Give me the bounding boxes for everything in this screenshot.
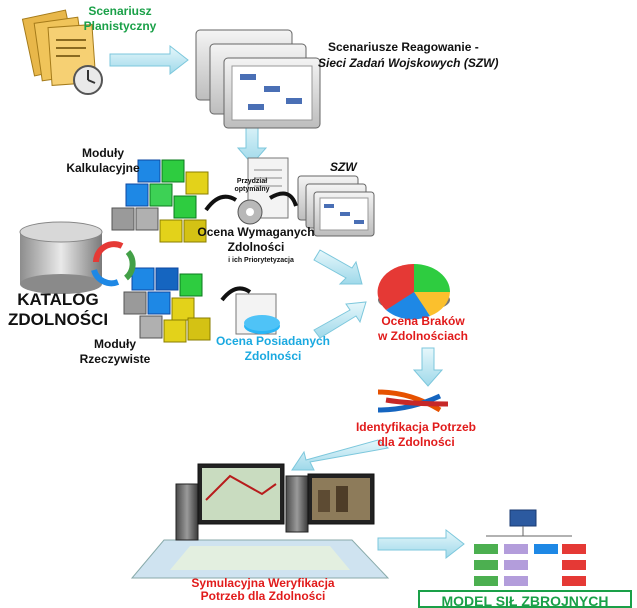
checklist-gear-icon xyxy=(237,157,289,225)
optimal-allocation-line2: optymalny xyxy=(234,186,270,193)
required-capabilities-line1: Ocena Wymaganych xyxy=(197,225,315,239)
map-icon xyxy=(130,539,390,579)
capability-catalog-label: KATALOG ZDOLNOŚCI xyxy=(4,290,112,330)
optimal-allocation-line1: Przydział xyxy=(236,178,268,185)
simulation-verification-label: Symulacyjna Weryfikacja Potrzeb dla Zdol… xyxy=(178,577,348,603)
simulation-computers-icon xyxy=(175,463,375,541)
crossing-arrows-icon xyxy=(377,389,449,413)
optimal-allocation-label: Przydział optymalny xyxy=(222,178,282,194)
military-task-networks-label: Sieci Zadań Wojskowych (SZW) xyxy=(318,56,499,70)
required-capabilities-line2: Zdolności xyxy=(227,240,285,254)
documents-icon xyxy=(21,9,103,95)
scenario-planning-line2: Planistyczny xyxy=(83,19,157,33)
szw-screens-icon xyxy=(297,175,375,237)
simulation-verification-line2: Potrzeb dla Zdolności xyxy=(200,589,326,603)
gap-assessment-line1: Ocena Braków xyxy=(381,314,465,328)
owned-capabilities-chart-icon xyxy=(235,293,280,335)
prioritization-label: i ich Priorytetyzacja xyxy=(228,257,294,264)
scenario-planning-line1: Scenariusz xyxy=(88,4,152,18)
owned-capabilities-label: Ocena Posiadanych Zdolności xyxy=(198,334,348,364)
owned-capabilities-line2: Zdolności xyxy=(244,349,302,363)
needs-identification-line2: dla Zdolności xyxy=(377,435,455,449)
real-modules-line2: Rzeczywiste xyxy=(79,352,151,366)
pie-chart-icon xyxy=(377,263,450,320)
capability-catalog-line1: KATALOG xyxy=(17,290,99,309)
sync-arrows-icon xyxy=(91,241,136,287)
needs-identification-label: Identyfikacja Potrzeb dla Zdolności xyxy=(336,420,496,450)
needs-identification-line1: Identyfikacja Potrzeb xyxy=(355,420,477,434)
gap-assessment-label: Ocena Braków w Zdolnościach xyxy=(358,314,488,344)
real-modules-cubes xyxy=(123,267,211,343)
capability-catalog-line2: ZDOLNOŚCI xyxy=(7,310,109,329)
database-icon xyxy=(19,221,103,294)
real-modules-label: Moduły Rzeczywiste xyxy=(70,337,160,367)
simulation-verification-line1: Symulacyjna Weryfikacja xyxy=(191,576,335,590)
calc-modules-label: Moduły Kalkulacyjne xyxy=(58,146,148,176)
calculation-modules-cubes xyxy=(111,159,209,243)
calc-modules-line1: Moduły xyxy=(82,146,124,160)
real-modules-line1: Moduły xyxy=(94,337,136,351)
calc-modules-line2: Kalkulacyjne xyxy=(66,161,140,175)
gap-assessment-line2: w Zdolnościach xyxy=(377,329,468,343)
org-chart-icon xyxy=(474,509,586,586)
szw-label: SZW xyxy=(330,160,357,174)
required-capabilities-label: Ocena Wymaganych Zdolności xyxy=(176,225,336,255)
response-scenarios-label: Scenariusze Reagowanie - xyxy=(328,40,479,54)
curved-arrows-icon xyxy=(204,191,298,302)
armed-forces-model-label: MODEL SIŁ ZBROJNYCH xyxy=(418,590,632,608)
scenario-planning-label: Scenariusz Planistyczny xyxy=(70,4,170,34)
owned-capabilities-line1: Ocena Posiadanych xyxy=(215,334,331,348)
scenario-screens-icon xyxy=(195,29,321,129)
flow-arrows xyxy=(109,44,465,560)
